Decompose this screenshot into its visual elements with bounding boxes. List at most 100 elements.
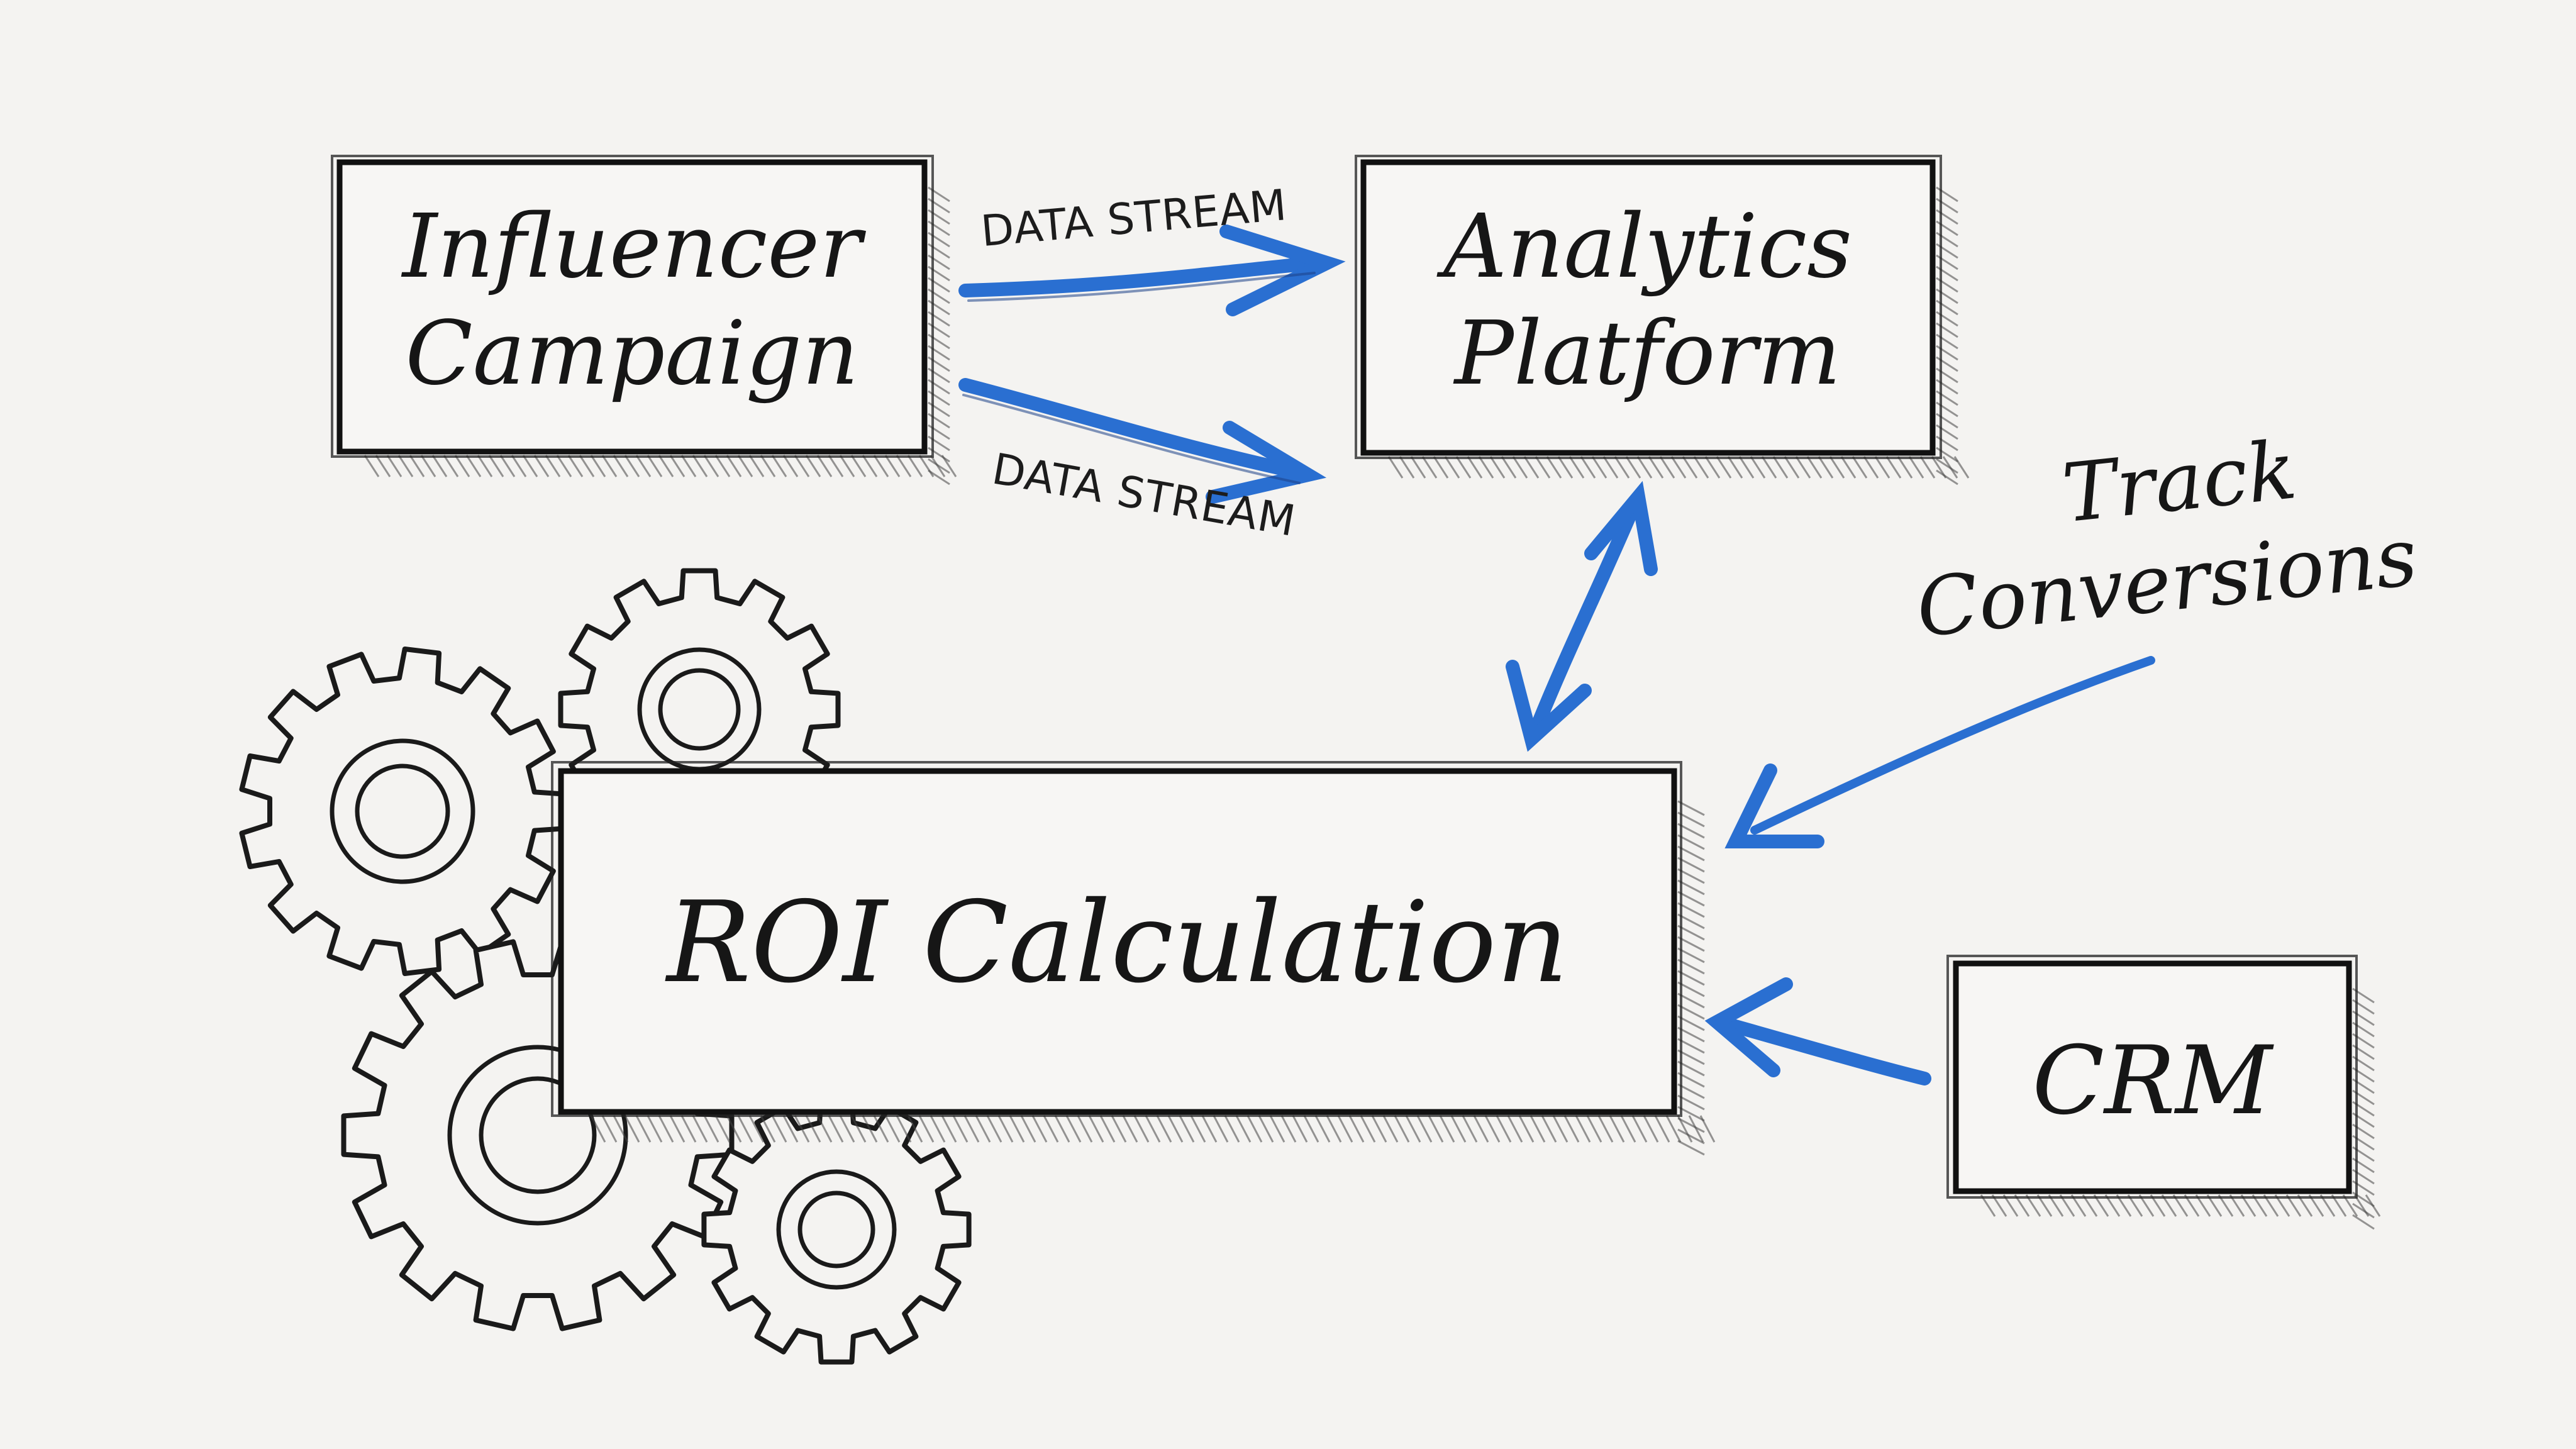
- shadow-stroke: [839, 1115, 855, 1143]
- shadow-stroke: [669, 1115, 686, 1143]
- shadow-stroke: [794, 1115, 810, 1143]
- shadow-stroke: [1478, 456, 1494, 479]
- shadow-stroke: [873, 1115, 889, 1143]
- shadow-stroke: [986, 1115, 1002, 1143]
- shadow-stroke: [737, 1115, 753, 1143]
- shadow-stroke: [862, 455, 878, 477]
- shadow-stroke: [1382, 1115, 1399, 1143]
- shadow-stroke: [613, 455, 629, 477]
- box-outline: [336, 159, 928, 455]
- shadow-stroke: [1602, 456, 1619, 479]
- shadow-stroke: [431, 455, 448, 477]
- shadow-stroke: [1591, 456, 1607, 479]
- shadow-stroke: [409, 455, 425, 477]
- arrow-head: [1219, 225, 1346, 316]
- shadow-stroke: [579, 455, 595, 477]
- shadow-stroke: [1280, 1115, 1297, 1143]
- shadow-stroke: [488, 455, 504, 477]
- shadow-stroke: [1620, 1115, 1636, 1143]
- gear-outer-ring: [447, 1045, 628, 1226]
- shadow-stroke: [1586, 1115, 1602, 1143]
- shadow-stroke: [1020, 1115, 1036, 1143]
- shadow-stroke: [669, 455, 686, 477]
- shadow-stroke: [1557, 456, 1574, 479]
- shadow-stroke: [1840, 456, 1857, 479]
- shadow-stroke: [1563, 1115, 1580, 1143]
- shadow-stroke: [1772, 456, 1789, 479]
- shadow-stroke: [1314, 1115, 1331, 1143]
- shadow-stroke: [658, 1115, 674, 1143]
- arrow-shaft: [1719, 1017, 1931, 1085]
- arrow-shaft-edge: [967, 272, 1316, 302]
- shadow-stroke: [1795, 456, 1811, 479]
- shadow-stroke: [1156, 1115, 1172, 1143]
- shadow-stroke: [703, 1115, 719, 1143]
- box-sketch-outline: [551, 761, 1682, 1117]
- box-sketch-outline: [331, 155, 934, 458]
- shadow-stroke: [1677, 1140, 1705, 1156]
- box-shadow: [1387, 186, 1970, 486]
- shadow-stroke: [782, 1115, 799, 1143]
- shadow-stroke: [1337, 1115, 1353, 1143]
- shadow-stroke: [533, 455, 550, 477]
- shadow-stroke: [1009, 1115, 1025, 1143]
- shadow-stroke: [1031, 1115, 1048, 1143]
- shadow-stroke: [1523, 456, 1540, 479]
- arrow-head-bottom: [1506, 660, 1592, 752]
- shadow-stroke: [1648, 456, 1664, 479]
- shadow-stroke: [1348, 1115, 1365, 1143]
- shadow-stroke: [1371, 1115, 1387, 1143]
- shadow-stroke: [884, 455, 901, 477]
- shadow-stroke: [928, 469, 950, 486]
- shadow-stroke: [1738, 456, 1755, 479]
- shadow-stroke: [805, 455, 821, 477]
- shadow-stroke: [364, 455, 380, 477]
- shadow-stroke: [1496, 1115, 1512, 1143]
- shadow-stroke: [1399, 456, 1415, 479]
- shadow-stroke: [1575, 1115, 1591, 1143]
- shadow-stroke: [545, 455, 561, 477]
- shadow-stroke: [941, 1115, 957, 1143]
- shadow-stroke: [635, 1115, 652, 1143]
- node-label-line1: Influencer: [401, 196, 866, 298]
- shadow-stroke: [1111, 1115, 1127, 1143]
- shadow-stroke: [1818, 456, 1834, 479]
- shadow-stroke: [1625, 456, 1641, 479]
- shadow-stroke: [1518, 1115, 1535, 1143]
- node-label-line2: Platform: [1453, 303, 1841, 405]
- shadow-stroke: [816, 1115, 833, 1143]
- shadow-stroke: [1863, 456, 1879, 479]
- shadow-stroke: [1360, 1115, 1376, 1143]
- shadow-stroke: [952, 1115, 969, 1143]
- shadow-stroke: [1659, 456, 1675, 479]
- shadow-stroke: [647, 1115, 663, 1143]
- shadow-stroke: [1507, 1115, 1523, 1143]
- shadow-stroke: [782, 455, 799, 477]
- gear-outer-ring: [776, 1169, 897, 1290]
- shadow-stroke: [680, 1115, 697, 1143]
- shadow-stroke: [760, 1115, 776, 1143]
- shadow-stroke: [499, 455, 516, 477]
- arrow-head: [1704, 977, 1793, 1077]
- arrow-head-top: [1584, 480, 1658, 576]
- shadow-stroke: [1450, 1115, 1467, 1143]
- shadow-stroke: [1580, 456, 1596, 479]
- shadow-stroke: [737, 455, 753, 477]
- shadow-stroke: [1568, 456, 1585, 479]
- shadow-stroke: [760, 455, 776, 477]
- shadow-stroke: [590, 455, 606, 477]
- shadow-stroke: [624, 455, 640, 477]
- shadow-stroke: [1444, 456, 1460, 479]
- shadow-stroke: [590, 1115, 606, 1143]
- shadow-stroke: [1512, 456, 1528, 479]
- shadow-stroke: [1829, 456, 1845, 479]
- node-influencer-campaign: Influencer Campaign: [331, 155, 957, 486]
- shadow-stroke: [1179, 1115, 1195, 1143]
- box-outline: [1360, 159, 1936, 456]
- shadow-stroke: [816, 455, 833, 477]
- shadow-stroke: [1065, 1115, 1082, 1143]
- shadow-stroke: [1077, 1115, 1093, 1143]
- shadow-stroke: [1428, 1115, 1444, 1143]
- shadow-stroke: [692, 1115, 708, 1143]
- shadow-stroke: [1936, 469, 1958, 486]
